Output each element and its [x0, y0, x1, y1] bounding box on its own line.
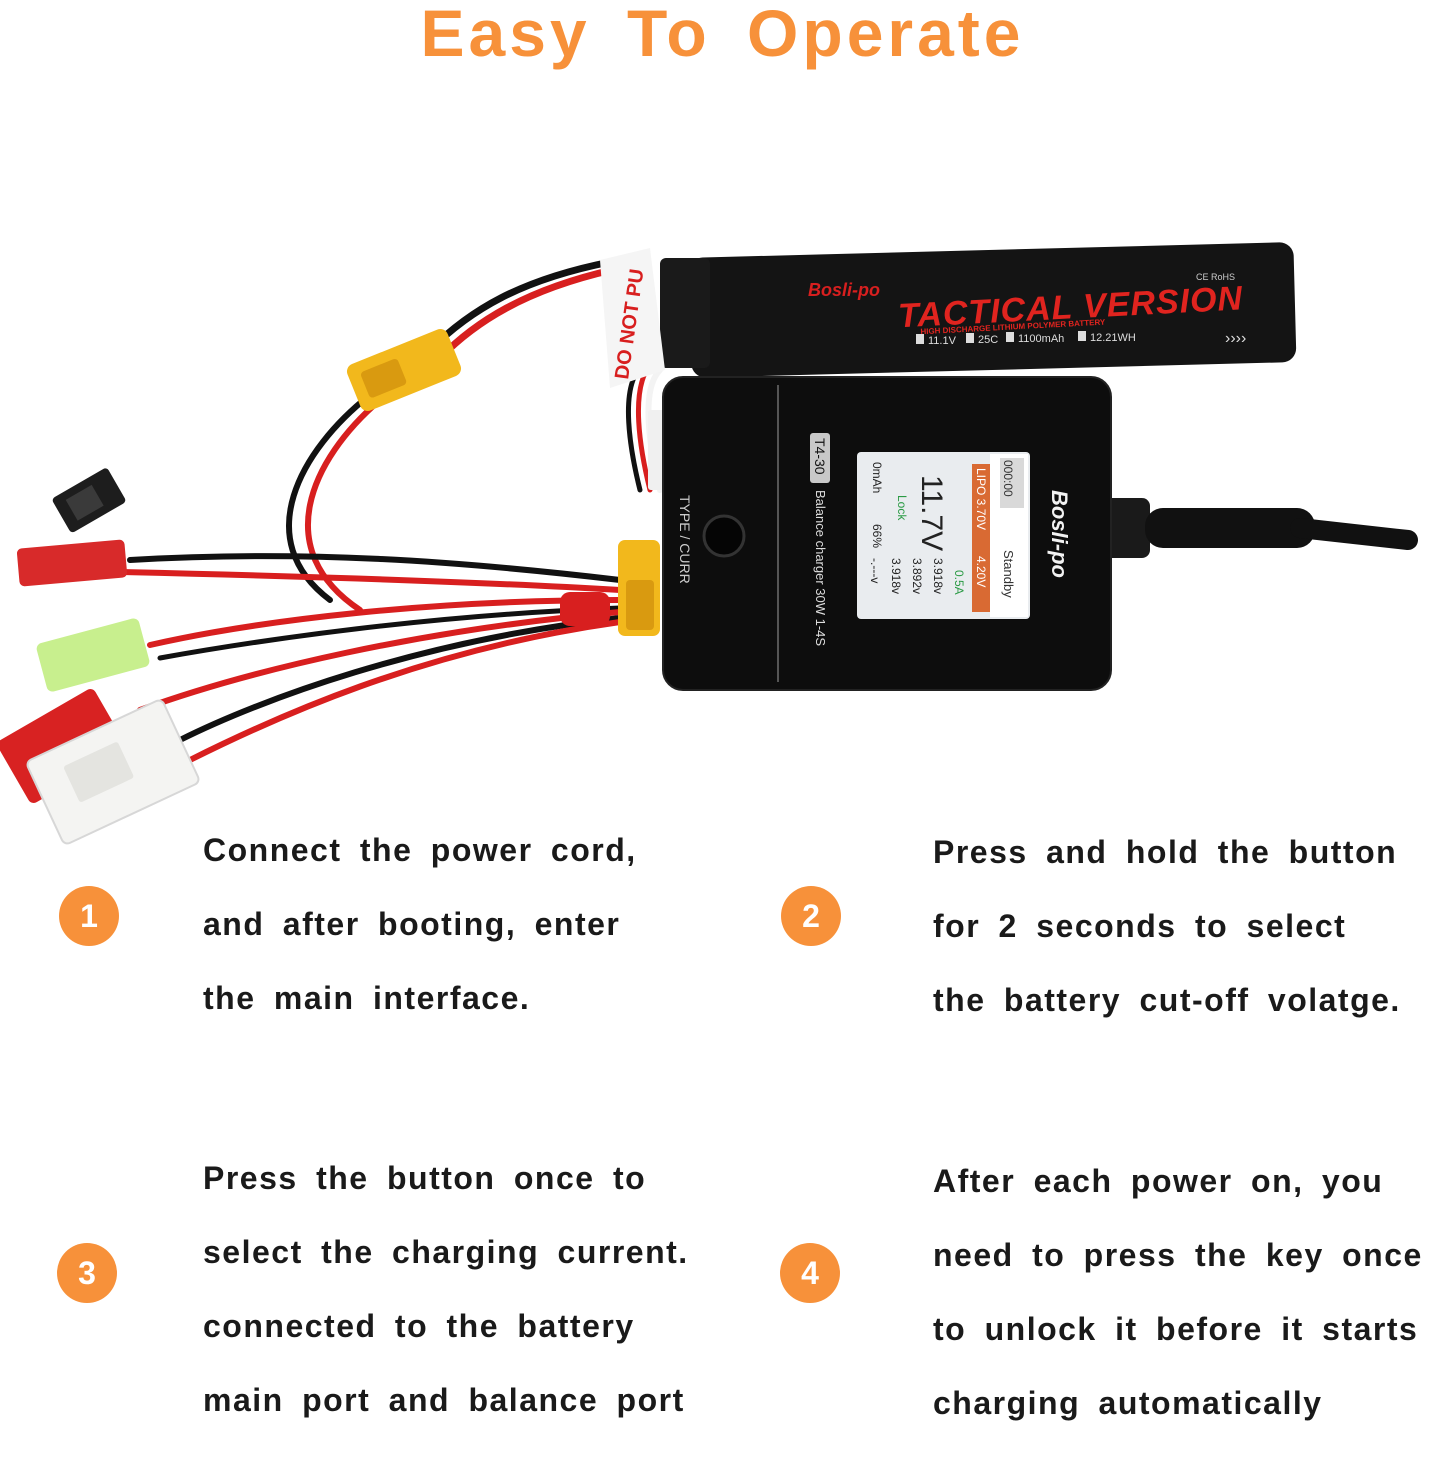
step-3-line-2: select the charging current. [203, 1234, 689, 1270]
screen-percent: 66% [870, 524, 884, 548]
xt60-battery-connector [346, 329, 462, 411]
step-3-line-1: Press the button once to [203, 1160, 647, 1196]
screen-time: 000:00 [1001, 460, 1015, 497]
charger-port-label: TYPE / CURR [677, 495, 693, 584]
screen-target: 4.20V [974, 556, 988, 587]
product-photo: DO NOT PU Bosli-po TACTICAL VERSION HIGH… [0, 240, 1445, 860]
screen-cell-4: -.---v [868, 558, 882, 583]
battery-spec-capacity: 1100mAh [1018, 333, 1064, 345]
step-4-line-4: charging automatically [933, 1385, 1323, 1421]
screen-cell-3: 3.918v [889, 558, 903, 594]
step-3-text: Press the button once to select the char… [203, 1160, 689, 1456]
charger-unit: Bosli-po TYPE / CURR T4-30 Balance charg… [662, 376, 1112, 691]
step-1-number: 1 [59, 886, 119, 946]
step-4-line-1: After each power on, you [933, 1163, 1384, 1199]
step-1-line-3: the main interface. [203, 980, 531, 1016]
charger-button[interactable] [702, 514, 746, 558]
step-4-line-2: need to press the key once [933, 1237, 1423, 1273]
screen-cell-2: 3.892v [910, 558, 924, 594]
charger-screen: 000:00 Standby LIPO 3.70V 4.20V 0.5A 11.… [857, 452, 1030, 619]
page-title: Easy To Operate [420, 0, 1025, 70]
screen-capacity: 0mAh [870, 462, 884, 493]
adapter-cables [117, 553, 623, 763]
charger-description: Balance charger 30W 1-4S [813, 490, 828, 646]
battery-spec-discharge: 25C [978, 334, 998, 346]
step-2-line-1: Press and hold the button [933, 834, 1398, 870]
step-2-line-3: the battery cut-off volatge. [933, 982, 1401, 1018]
battery-cert: CE RoHS [1196, 272, 1235, 282]
step-4-number: 4 [780, 1243, 840, 1303]
screen-cell-1: 3.918v [931, 558, 945, 594]
battery-spec-voltage: 11.1V [928, 335, 957, 347]
battery-brand: Bosli-po [808, 280, 880, 300]
xt60-charger-connector [618, 540, 660, 636]
step-1-line-2: and after booting, enter [203, 906, 621, 942]
step-2-text: Press and hold the button for 2 seconds … [933, 834, 1401, 1056]
step-3-number: 3 [57, 1243, 117, 1303]
battery-arrows: ›››› [1225, 330, 1246, 347]
step-4-text: After each power on, you need to press t… [933, 1163, 1423, 1459]
battery-spec-energy: 12.21WH [1090, 332, 1136, 344]
step-4-line-3: to unlock it before it starts [933, 1311, 1419, 1347]
step-2-line-2: for 2 seconds to select [933, 908, 1347, 944]
battery-specs: 11.1V 25C 1100mAh 12.21WH [916, 331, 1136, 347]
screen-voltage: 11.7V [915, 475, 948, 551]
step-2-number: 2 [781, 886, 841, 946]
charger-brand: Bosli-po [1047, 490, 1072, 578]
screen-status: Standby [1001, 550, 1016, 598]
adapter-plugs [0, 468, 200, 845]
step-3-line-4: main port and balance port [203, 1382, 685, 1418]
power-cord [1100, 498, 1418, 558]
screen-lock: Lock [895, 495, 909, 521]
battery-pack: DO NOT PU Bosli-po TACTICAL VERSION HIGH… [600, 242, 1297, 388]
step-1-line-1: Connect the power cord, [203, 832, 637, 868]
screen-mode: LIPO 3.70V [974, 468, 988, 530]
step-3-line-3: connected to the battery [203, 1308, 635, 1344]
charger-model-badge [810, 433, 830, 483]
charger-model: T4-30 [812, 438, 828, 475]
screen-current: 0.5A [952, 570, 966, 595]
step-1-text: Connect the power cord, and after bootin… [203, 832, 637, 1054]
